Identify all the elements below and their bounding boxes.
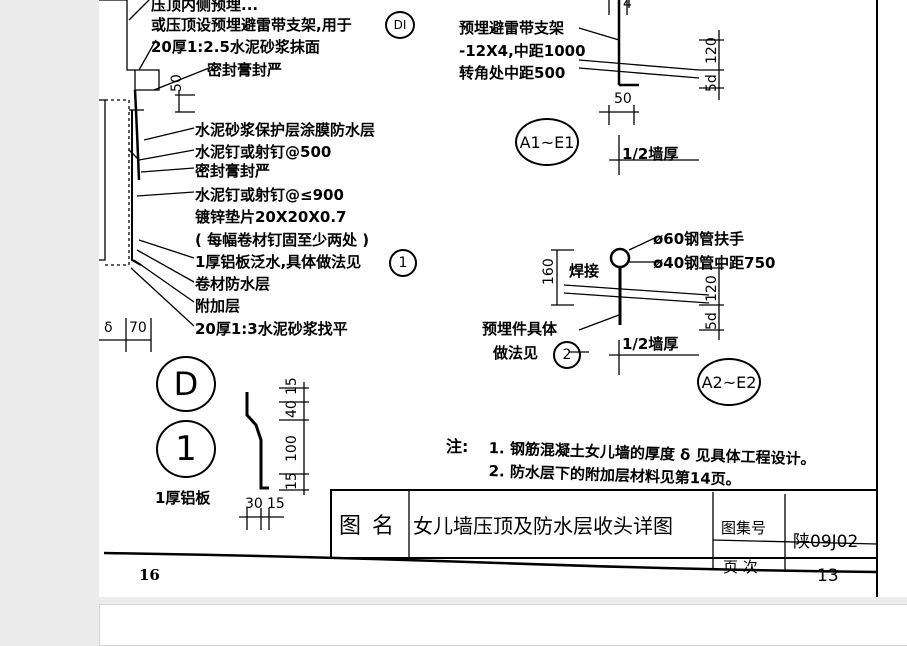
note-line7: 镀锌垫片20X20X0.7 bbox=[195, 208, 347, 226]
ref-circle-di: DI bbox=[385, 11, 415, 39]
page-label: 页 次 bbox=[723, 558, 758, 576]
note-line1: 20厚1:2.5水泥砂浆抹面 bbox=[151, 38, 320, 56]
a2-embed2: 做法见 bbox=[493, 344, 539, 362]
title-name-label: 图 名 bbox=[339, 514, 396, 539]
dim-40: 40 bbox=[284, 400, 300, 418]
detail-d-circle: D bbox=[156, 356, 216, 412]
a2-wall: 1/2墙厚 bbox=[622, 335, 679, 353]
dim-15-a: 15 bbox=[284, 377, 300, 395]
dim-100: 100 bbox=[284, 435, 300, 462]
dim-delta: δ bbox=[104, 320, 113, 336]
a2-dim-5d: 5d bbox=[704, 312, 720, 330]
dim-50-left: 50 bbox=[169, 74, 185, 92]
detail-1-caption: 1厚铝板 bbox=[155, 489, 211, 507]
detail-d-letter: D bbox=[173, 365, 199, 403]
note-line10: 卷材防水层 bbox=[195, 275, 271, 293]
a1-dim-50: 50 bbox=[614, 91, 632, 107]
note-line4: 水泥钉或射钉@500 bbox=[195, 143, 332, 161]
page-number: 16 bbox=[139, 566, 160, 584]
dim-70: 70 bbox=[129, 320, 147, 336]
note-top-partial: 压顶内侧预埋... bbox=[151, 0, 259, 14]
dim-15-c: 15 bbox=[267, 496, 285, 512]
page-value: 13 bbox=[817, 566, 839, 586]
a1-label1: 预埋避雷带支架 bbox=[459, 19, 565, 37]
note-line6: 水泥钉或射钉@≤900 bbox=[195, 186, 344, 204]
a1-dim-120: 120 bbox=[704, 37, 720, 64]
a1-tag-circle: A1~E1 bbox=[515, 118, 579, 166]
ref-circle-1: 1 bbox=[389, 249, 417, 277]
detail-1-number: 1 bbox=[175, 429, 197, 469]
next-page-edge bbox=[99, 604, 907, 646]
a2-label2: ø40钢管中距750 bbox=[653, 254, 776, 272]
note-line2: 密封膏封严 bbox=[207, 61, 283, 79]
a1-dim-4: 4 bbox=[623, 0, 632, 12]
note-line12: 20厚1:3水泥砂浆找平 bbox=[195, 320, 348, 338]
detail-1-circle: 1 bbox=[156, 420, 216, 478]
a1-label2: -12X4,中距1000 bbox=[459, 42, 586, 60]
a2-embed-circle-label: 2 bbox=[562, 347, 572, 363]
a1-wall: 1/2墙厚 bbox=[622, 145, 679, 163]
a2-tag-circle: A2~E2 bbox=[697, 358, 761, 406]
dim-15-b: 15 bbox=[284, 472, 300, 490]
note-line3: 水泥砂浆保护层涂膜防水层 bbox=[195, 121, 376, 139]
ref-circle-1-label: 1 bbox=[398, 255, 408, 271]
a1-label3: 转角处中距500 bbox=[459, 64, 566, 82]
a2-label1: ø60钢管扶手 bbox=[653, 230, 745, 248]
title-text: 女儿墙压顶及防水层收头详图 bbox=[413, 514, 673, 538]
a2-embed-circle: 2 bbox=[553, 341, 581, 369]
drawing-linework bbox=[99, 0, 878, 597]
drawing-page: 压顶内侧预埋... 或压顶设预埋避雷带支架,用于 DI 20厚1:2.5水泥砂浆… bbox=[99, 0, 907, 597]
note-line8: ( 每幅卷材钉固至少两处 ) bbox=[195, 231, 370, 249]
set-value: 陕09J02 bbox=[793, 532, 859, 552]
notes-prefix: 注: bbox=[446, 437, 469, 456]
a2-embed1: 预埋件具体 bbox=[482, 320, 558, 338]
a2-dim-160: 160 bbox=[541, 258, 557, 285]
note-line9: 1厚铝板泛水,具体做法见 bbox=[195, 253, 362, 271]
a1-dim-5d: 5d bbox=[704, 74, 720, 92]
a2-weld: 焊接 bbox=[569, 262, 600, 280]
set-label: 图集号 bbox=[721, 519, 767, 537]
a2-tag: A2~E2 bbox=[701, 372, 757, 392]
dim-30: 30 bbox=[245, 496, 263, 512]
a2-dim-120: 120 bbox=[704, 275, 720, 302]
note-line5: 密封膏封严 bbox=[195, 162, 271, 180]
note-line0: 或压顶设预埋避雷带支架,用于 bbox=[151, 16, 352, 34]
ref-circle-di-label: DI bbox=[393, 18, 407, 32]
note-line11: 附加层 bbox=[195, 297, 241, 315]
a1-tag: A1~E1 bbox=[519, 132, 575, 152]
